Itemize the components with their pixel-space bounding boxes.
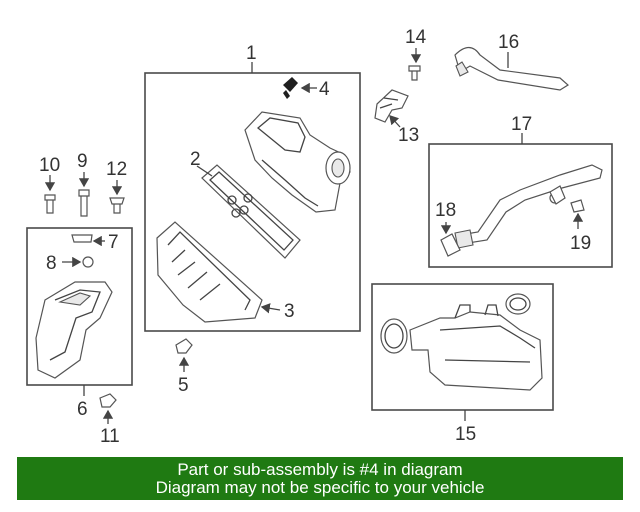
assembly-box-6: 6 7 8 — [26, 227, 133, 420]
callout-13: 13 — [398, 125, 419, 146]
callout-18: 18 — [435, 200, 456, 221]
assembly-box-17: 17 18 19 — [428, 114, 613, 268]
filter-element — [196, 164, 301, 259]
grommet-part-11: 11 — [99, 393, 120, 447]
callout-17: 17 — [511, 114, 532, 135]
callout-15: 15 — [455, 424, 476, 445]
air-cleaner-lower-housing — [156, 221, 263, 323]
info-banner: Part or sub-assembly is #4 in diagram Di… — [17, 457, 623, 500]
assembly-box-1: 1 2 3 — [144, 43, 361, 332]
callout-2: 2 — [190, 149, 201, 170]
highlighted-bolt-part-4 — [283, 77, 298, 99]
screw-part-14: 14 — [405, 27, 427, 81]
air-duct — [35, 281, 113, 379]
hose-part-16: 16 — [454, 32, 570, 91]
callout-16: 16 — [498, 32, 519, 53]
fastener-part-9: 9 — [77, 151, 90, 217]
callout-5: 5 — [178, 375, 189, 396]
callout-19: 19 — [570, 233, 591, 254]
intake-duct — [380, 293, 543, 391]
callout-11: 11 — [100, 426, 120, 447]
callout-1: 1 — [246, 43, 257, 64]
air-cleaner-cover — [244, 111, 351, 213]
parts-diagram: 1 2 3 — [26, 27, 613, 447]
callout-10: 10 — [39, 155, 60, 176]
banner-line-2: Diagram may not be specific to your vehi… — [155, 478, 485, 497]
assembly-box-15: 15 — [371, 283, 554, 445]
callout-7: 7 — [108, 232, 119, 253]
callout-14: 14 — [405, 27, 427, 48]
pcv-tube — [454, 164, 603, 249]
callout-6: 6 — [77, 399, 88, 420]
callout-3: 3 — [284, 301, 295, 322]
callout-4: 4 — [319, 79, 330, 100]
fastener-part-10: 10 — [39, 155, 60, 214]
banner-line-1: Part or sub-assembly is #4 in diagram — [177, 460, 463, 479]
callout-12: 12 — [106, 159, 127, 180]
callout-8: 8 — [46, 253, 57, 274]
fastener-part-12: 12 — [106, 159, 127, 214]
callout-9: 9 — [77, 151, 88, 172]
sensor-part-13: 13 — [374, 89, 419, 146]
grommet-part-5: 5 — [175, 338, 193, 396]
